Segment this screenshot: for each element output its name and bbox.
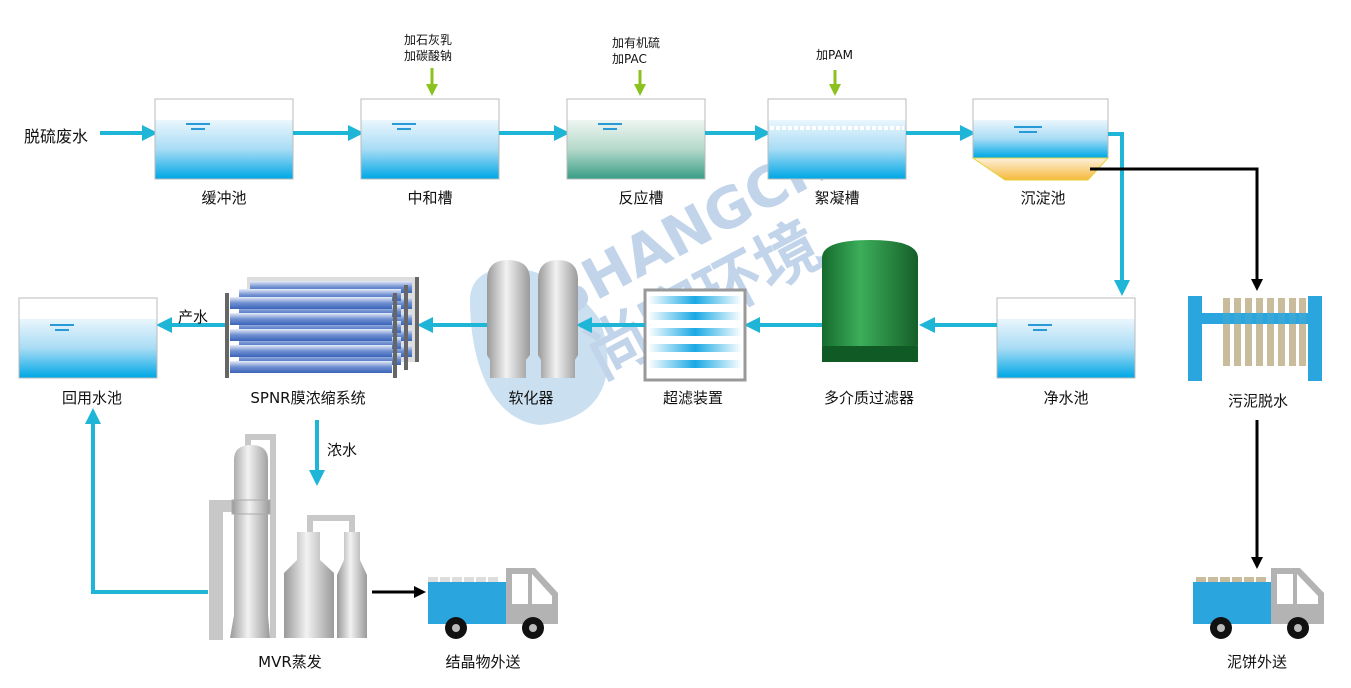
multimedia-filter-label: 多介质过滤器 — [824, 389, 914, 407]
ultrafiltration-device: 超滤装置 — [643, 288, 747, 407]
chemical-label: 加有机硫 — [612, 35, 660, 50]
tank-label: 沉淀池 — [1020, 189, 1065, 207]
sludge-dewatering-label: 污泥脱水 — [1228, 392, 1288, 410]
reuse-water-pool: 回用水池 — [18, 297, 158, 407]
tank-label: 反应槽 — [618, 189, 663, 207]
filter-press: 污泥脱水 — [1188, 296, 1322, 410]
truck-crystal-icon: 结晶物外送 — [428, 568, 558, 671]
chemical-label: 加PAM — [816, 48, 853, 62]
multimedia-filter: 多介质过滤器 — [822, 240, 918, 407]
tank-sedimentation: 沉淀池 — [971, 98, 1110, 207]
truck-cake-icon: 泥饼外送 — [1193, 568, 1324, 671]
tank-neutralization: 中和槽 — [360, 98, 500, 207]
clean-pool-label: 净水池 — [1043, 389, 1088, 407]
softener: 软化器 — [487, 260, 578, 407]
flow-arrow — [1108, 132, 1130, 296]
tank-label: 絮凝槽 — [814, 189, 859, 207]
membrane-label: SPNR膜浓缩系统 — [250, 389, 365, 407]
crystal-out-label: 结晶物外送 — [445, 653, 520, 671]
tank-buffer: 缓冲池 — [154, 98, 294, 207]
return-flow-arrow — [85, 408, 208, 594]
reuse-pool-label: 回用水池 — [62, 389, 122, 407]
tank-reaction: 反应槽 — [566, 98, 706, 207]
input-label: 脱硫废水 — [24, 127, 88, 146]
product-water-label: 产水 — [178, 308, 208, 326]
tank-label: 中和槽 — [407, 189, 452, 207]
chemical-label: 加碳酸钠 — [404, 48, 452, 63]
mvr-evaporator: MVR蒸发 — [209, 434, 367, 671]
mvr-label: MVR蒸发 — [258, 653, 322, 671]
sludge-arrow — [1090, 167, 1263, 291]
softener-label: 软化器 — [508, 389, 553, 407]
tank-flocculation: 絮凝槽 — [767, 98, 907, 207]
chemical-label: 加PAC — [612, 52, 647, 66]
clean-water-pool: 净水池 — [996, 297, 1136, 407]
chemical-label: 加石灰乳 — [404, 33, 452, 47]
concentrate-label: 浓水 — [327, 441, 357, 459]
ultrafiltration-label: 超滤装置 — [663, 389, 723, 407]
tank-label: 缓冲池 — [201, 189, 246, 207]
spnr-membrane-system: SPNR膜浓缩系统 — [225, 277, 419, 407]
cake-out-label: 泥饼外送 — [1227, 653, 1287, 671]
